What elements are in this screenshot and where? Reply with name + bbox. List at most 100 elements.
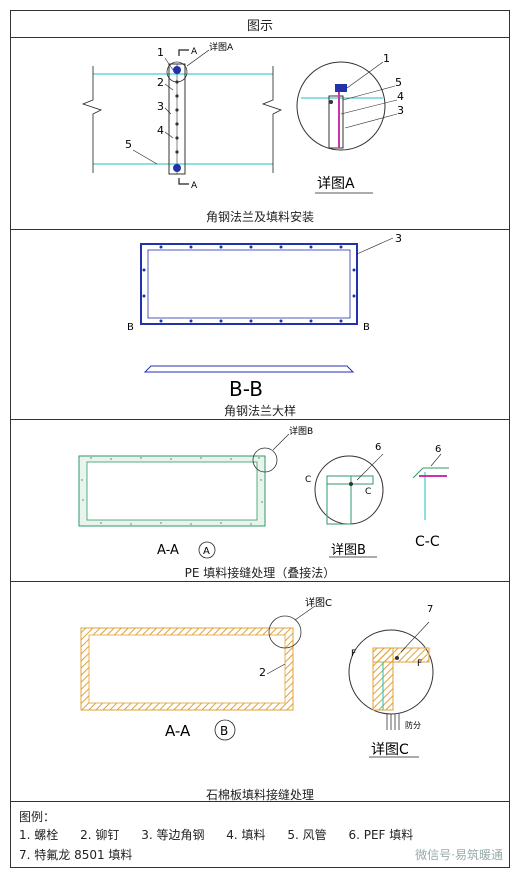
cc-callout-6: 6 — [435, 444, 441, 455]
flange-leader-3 — [356, 237, 394, 255]
panel3-caption: PE 填料接缝处理（叠接法） — [184, 566, 336, 580]
section-b-right: B — [363, 322, 370, 333]
flange-section-profile — [143, 365, 355, 373]
detail-a-leader-4 — [340, 99, 398, 115]
detail-c-mark-right: F — [417, 659, 422, 669]
detail-c-tag: 详图C — [305, 596, 332, 609]
detail-a-circle — [296, 61, 386, 151]
leader-5 — [132, 149, 158, 165]
detail-a-rivet — [329, 100, 333, 104]
detail-tag-leader — [186, 49, 210, 67]
bolt-top — [173, 66, 181, 74]
detail-a-title: 详图A — [317, 176, 355, 192]
break-line-left — [81, 66, 103, 173]
section-b-left: B — [127, 322, 134, 333]
detail-c-marker — [268, 615, 302, 649]
legend-row-1: 1. 螺栓 2. 铆钉 3. 等边角钢 4. 填料 5. 风管 6. PEF 填… — [19, 826, 431, 843]
cc-profile-top — [412, 467, 449, 479]
detail-c-tag-leader — [294, 605, 316, 621]
legend-item-rivet: 2. 铆钉 — [80, 828, 120, 842]
panel4-caption: 石棉板填料接缝处理 — [205, 788, 314, 802]
callout-5: 5 — [125, 138, 132, 151]
detail-a-bolt — [335, 84, 347, 92]
detail-c-rods — [386, 714, 400, 730]
detail-c-leader — [400, 621, 430, 653]
panel1-caption: 角钢法兰及填料安装 — [205, 210, 314, 224]
leader-2 — [164, 83, 174, 91]
detail-a-label-4: 4 — [397, 90, 404, 103]
detail-a-leader-5 — [342, 85, 396, 101]
detail-circle-a — [166, 61, 188, 83]
detail-c-title: 详图C — [371, 742, 409, 758]
leader-3 — [164, 107, 172, 115]
section-circle-b-text: B — [220, 724, 228, 738]
detail-a-angle — [328, 95, 344, 149]
detail-a-label-5: 5 — [395, 76, 402, 89]
legend-title: 图例： — [19, 810, 56, 824]
section-mark-bottom — [178, 178, 189, 185]
asbestos-leader-2 — [266, 663, 286, 675]
legend-row-2: 7. 特氟龙 8501 填料 — [19, 846, 150, 863]
detail-c-flange-h — [372, 647, 430, 663]
callout-1: 1 — [157, 46, 164, 59]
section-circle-a-text: A — [203, 546, 210, 557]
detail-a-leader-3 — [344, 113, 398, 129]
asbestos-callout-2: 2 — [259, 666, 266, 679]
detail-b-tag-leader — [272, 433, 290, 451]
detail-b-marker — [252, 447, 278, 473]
callout-3: 3 — [157, 100, 164, 113]
section-aa-label-b: A-A — [165, 722, 191, 740]
detail-c-mark-left: F — [351, 649, 356, 659]
detail-c-bolt — [395, 656, 399, 660]
section-aa-label: A-A — [157, 543, 179, 558]
detail-b-bolt — [349, 482, 353, 486]
detail-b-title: 详图B — [331, 543, 366, 558]
detail-b-callout-6: 6 — [375, 442, 381, 453]
callout-2: 2 — [157, 76, 164, 89]
detail-tag: 详图A — [209, 41, 234, 53]
detail-c-side-note: 防分 — [405, 720, 421, 730]
legend-item-duct: 5. 风管 — [287, 828, 327, 842]
flange-install-drawing: A A 详图A 1 2 3 4 5 1 5 4 3 详图A — [81, 41, 404, 194]
watermark: 微信号·易筑暖通 — [415, 848, 503, 862]
legend-panel: 图例： 1. 螺栓 2. 铆钉 3. 等边角钢 4. 填料 5. 风管 6. P… — [10, 802, 510, 868]
detail-b-leader — [356, 453, 384, 481]
detail-b-mark-right: C — [365, 487, 371, 497]
section-letter-top: A — [191, 47, 198, 57]
detail-b-tag: 详图B — [289, 425, 313, 437]
detail-a-leader-1 — [346, 61, 384, 89]
panel2-caption: 角钢法兰大样 — [223, 404, 296, 418]
panel-asbestos-joint: 详图C 2 A-A B 7 F F 防分 详图C 石棉板填料接缝处理 — [10, 582, 510, 802]
pe-speckle — [81, 457, 263, 525]
asbestos-joint-drawing: 详图C 2 A-A B 7 F F 防分 详图C — [80, 596, 434, 758]
detail-a-label-3: 3 — [397, 104, 404, 117]
figure-header: 图示 — [10, 10, 510, 38]
cc-leader — [430, 453, 442, 467]
section-letter-bottom: A — [191, 181, 198, 191]
section-mark-top — [178, 49, 189, 56]
rivet-dots — [175, 80, 179, 154]
header-title: 图示 — [246, 18, 273, 34]
detail-b-flange-v — [326, 475, 352, 525]
legend-item-pef: 6. PEF 填料 — [348, 828, 414, 842]
flange-detail-drawing: 3 B B B-B — [127, 232, 402, 401]
panel-pe-joint: 详图B A-A A 6 C C 详图B 6 C-C PE 填料接缝处理（叠接法） — [10, 420, 510, 582]
detail-a-label-1: 1 — [383, 52, 390, 65]
section-bb-title: B-B — [229, 377, 263, 401]
pe-frame-inner — [86, 461, 258, 521]
leader-1 — [164, 57, 174, 71]
flange-frame-outer — [140, 243, 358, 325]
detail-b-mark-left: C — [305, 475, 311, 485]
section-circle-a — [198, 541, 216, 559]
leader-4 — [164, 131, 174, 139]
panel-flange-detail: 3 B B B-B 角钢法兰大样 — [10, 230, 510, 420]
flange-bolt-holes — [142, 245, 356, 323]
legend-item-filler: 4. 填料 — [226, 828, 266, 842]
legend-item-angle: 3. 等边角钢 — [141, 828, 205, 842]
cc-title: C-C — [415, 534, 440, 550]
panel-flange-install: A A 详图A 1 2 3 4 5 1 5 4 3 详图A 角钢法兰及填料安装 — [10, 38, 510, 230]
break-line-right — [261, 66, 283, 173]
bolt-bottom — [173, 164, 181, 172]
flange-callout-3: 3 — [395, 232, 402, 245]
section-circle-b — [214, 719, 236, 741]
